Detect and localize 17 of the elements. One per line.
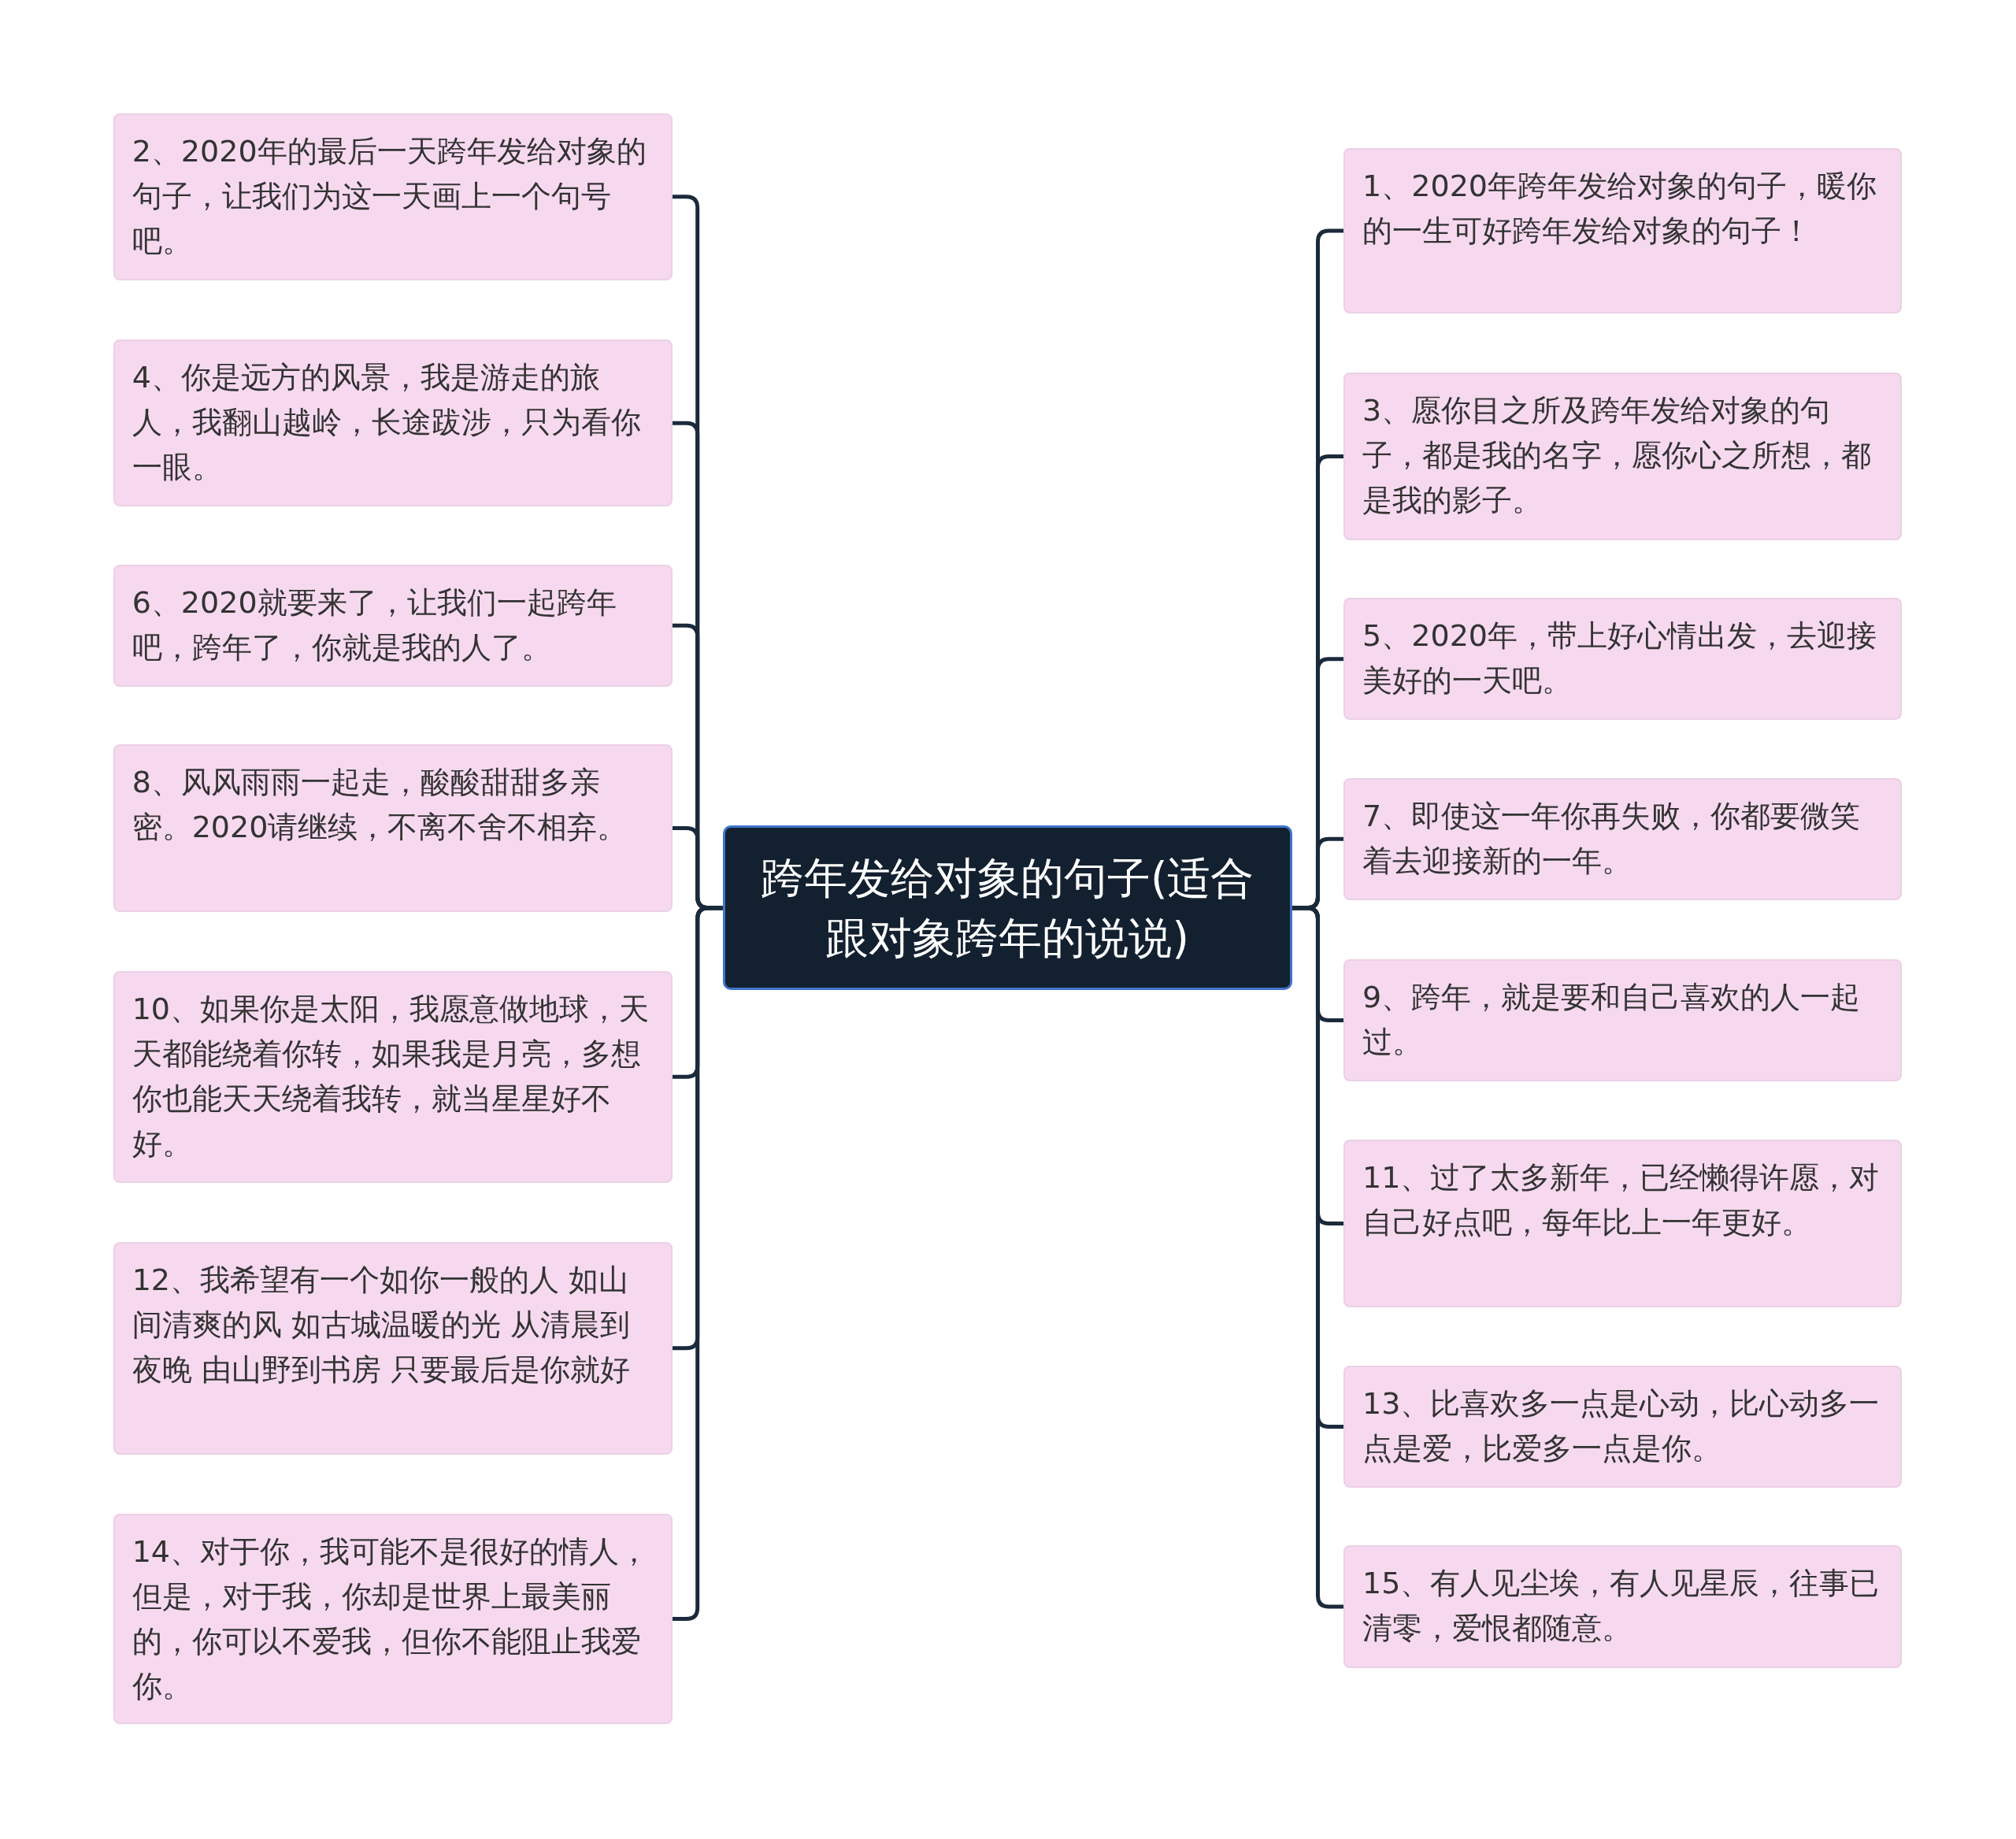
topic-box: 1、2020年跨年发给对象的句子，暖你的一生可好跨年发给对象的句子！ — [1343, 147, 1902, 314]
topic-box: 8、风风雨雨一起走，酸酸甜甜多亲密。2020请继续，不离不舍不相弃。 — [113, 744, 673, 912]
topic-box: 14、对于你，我可能不是很好的情人，但是，对于我，你却是世界上最美丽的，你可以不爱我，但你不能阻止我爱你。 — [113, 1513, 673, 1725]
topic-box: 4、你是远方的风景，我是游走的旅人，我翻山越岭，长途跋涉，只为看你一眼。 — [113, 339, 673, 507]
connector-line — [672, 906, 723, 1621]
topic-box: 10、如果你是太阳，我愿意做地球，天天都能绕着你转，如果我是月亮，多想你也能天天绕着我转，就当星星好不好。 — [113, 970, 673, 1183]
topic-box: 7、即使这一年你再失败，你都要微笑着去迎接新的一年。 — [1343, 777, 1902, 900]
topic-box: 5、2020年，带上好心情出发，去迎接美好的一天吧。 — [1343, 598, 1902, 721]
central-topic-box: 跨年发给对象的句子(适合跟对象跨年的说说) — [722, 825, 1292, 991]
topic-box: 11、过了太多新年，已经懒得许愿，对自己好点吧，每年比上一年更好。 — [1343, 1139, 1902, 1308]
topic-box: 9、跨年，就是要和自己喜欢的人一起过。 — [1343, 958, 1902, 1082]
topic-box: 13、比喜欢多一点是心动，比心动多一点是爱，比爱多一点是你。 — [1343, 1365, 1902, 1488]
topic-box: 12、我希望有一个如你一般的人 如山间清爽的风 如古城温暖的光 从清晨到夜晚 由山野到书房 只要最后是你就好 — [113, 1242, 673, 1455]
topic-box: 2、2020年的最后一天跨年发给对象的句子，让我们为这一天画上一个句号吧。 — [113, 113, 673, 280]
topic-box: 3、愿你目之所及跨年发给对象的句子，都是我的名字，愿你心之所想，都是我的影子。 — [1343, 373, 1902, 540]
topic-box: 6、2020就要来了，让我们一起跨年吧，跨年了，你就是我的人了。 — [113, 564, 673, 687]
topic-box: 15、有人见尘埃，有人见星辰，往事已清零，爱恨都随意。 — [1343, 1545, 1902, 1668]
